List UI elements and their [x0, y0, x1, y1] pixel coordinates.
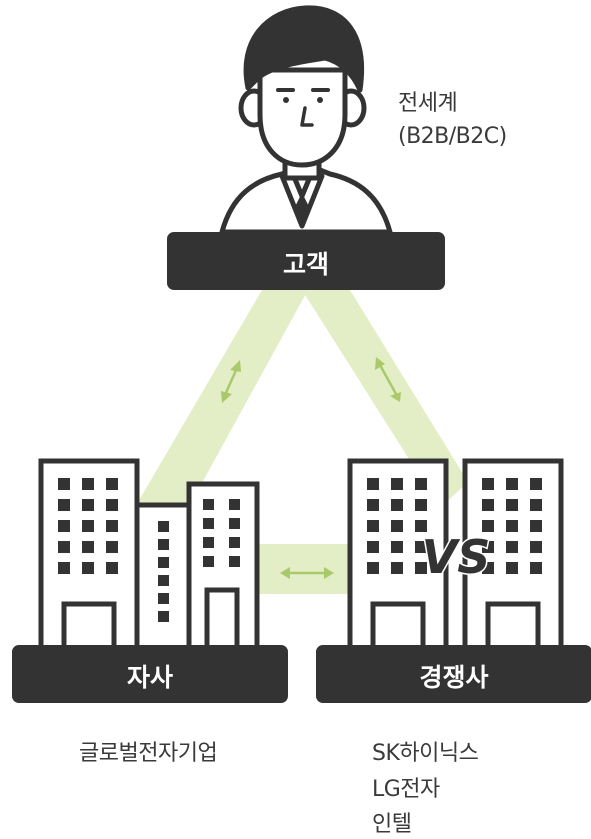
link-self-competitor: [258, 544, 354, 594]
self-box-label: 자사: [126, 663, 173, 692]
arrow-self-competitor: [280, 567, 334, 579]
link-customer-competitor: [302, 290, 468, 508]
customer-desc-line1: 전세계: [398, 91, 458, 116]
self-building-icon: [38, 458, 260, 654]
arrow-customer-self: [221, 360, 241, 403]
arrow-customer-competitor: [375, 357, 401, 402]
customer-box: [167, 232, 445, 290]
competitor-desc-line1: SK하이닉스: [372, 741, 479, 766]
vs-label: VS: [422, 530, 491, 584]
customer-box-label: 고객: [282, 250, 329, 279]
self-desc: 글로벌전자기업: [79, 741, 218, 766]
competitor-desc-line3: 인텔: [372, 812, 412, 837]
self-box: [12, 645, 288, 703]
double-arrows: [221, 357, 401, 579]
competitor-box-label: 경쟁사: [419, 663, 489, 692]
competitor-building-icon: [347, 458, 564, 654]
customer-desc-line2: (B2B/B2C): [398, 124, 507, 149]
competitor-desc-line2: LG전자: [372, 777, 440, 802]
customer-person-icon: [219, 5, 393, 235]
competitor-box: [316, 645, 591, 703]
